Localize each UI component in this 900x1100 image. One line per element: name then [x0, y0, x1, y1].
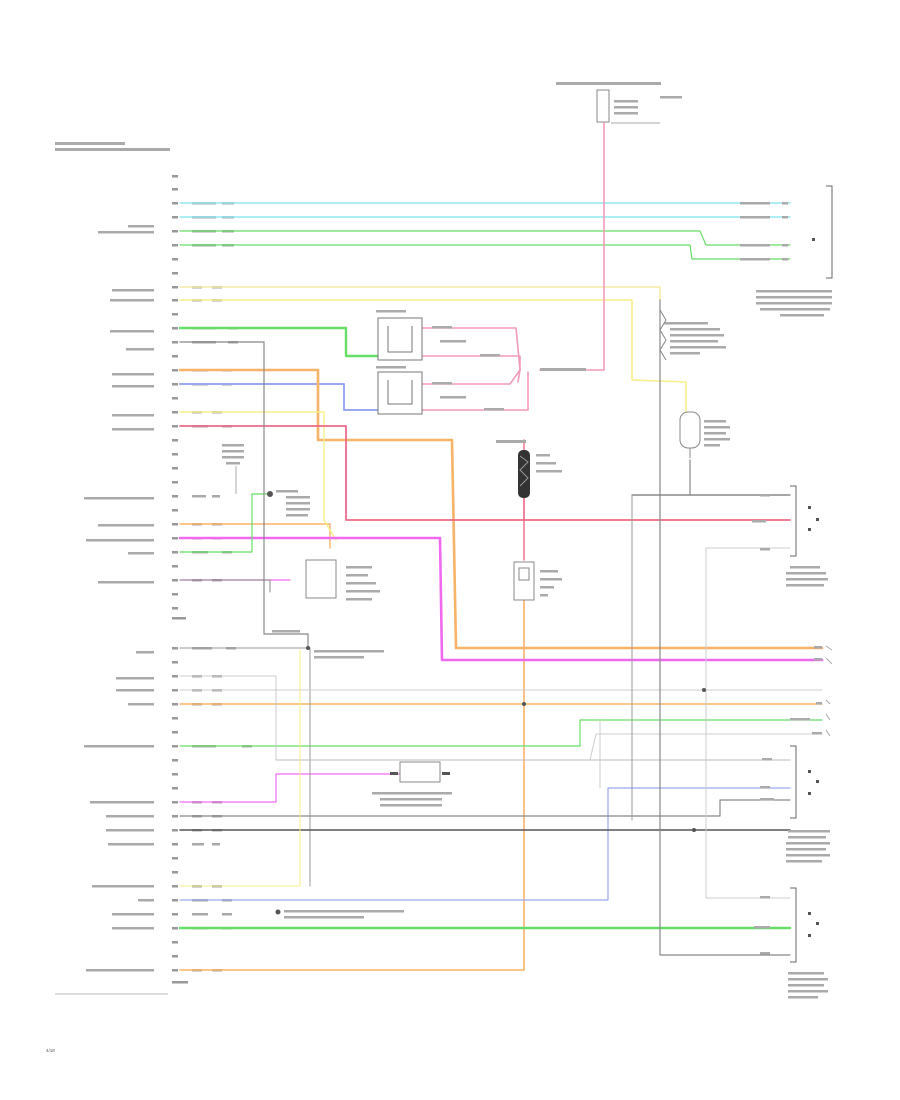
pcm-pin-column: [172, 175, 188, 984]
wire-gray-5: [179, 799, 791, 817]
wire-pink-main: [539, 122, 605, 371]
wire-pink-relay-4: [419, 371, 529, 411]
wire-redpink-1: [179, 425, 791, 521]
oxygen-sensor-labels: [659, 309, 726, 361]
wire-yellow-1: [179, 286, 661, 301]
right-arrow-terminals: [790, 645, 833, 737]
ignition-switch-box: [513, 561, 562, 601]
wire-gray-3: [179, 675, 277, 761]
relay-2: [376, 366, 504, 415]
wire-gray-right-4: [705, 547, 791, 899]
wire-orange-4: [179, 523, 331, 549]
wire-orange-1: [178, 368, 824, 650]
splice-gray-label: [272, 630, 384, 659]
splice-label: [540, 368, 586, 371]
wire-magenta-3: [179, 773, 401, 803]
sensor-capsule: [679, 411, 730, 458]
right-connector-4: [754, 887, 828, 999]
left-labels: [84, 225, 154, 972]
wire-pink-relay-3: [419, 369, 521, 385]
page-number: 4/18: [46, 1048, 55, 1053]
wire-code-labels: [192, 202, 252, 972]
wires: [178, 122, 824, 971]
wire-pink-relay-2: [419, 355, 521, 383]
right-connector-3: [760, 745, 830, 863]
switch-component: [267, 490, 310, 517]
wire-gray-right-1: [659, 299, 791, 956]
wire-green-2: [179, 244, 791, 260]
sensor-component: [222, 444, 244, 494]
right-connector-2: [752, 485, 828, 587]
solenoid-box: [305, 559, 380, 601]
wire-green-3: [179, 493, 271, 553]
wire-green-4: [179, 719, 823, 747]
wire-yellow-2: [179, 299, 687, 413]
relay-1: [376, 310, 500, 361]
wire-orange-3: [179, 599, 525, 971]
wire-gray-6: [275, 733, 823, 761]
wire-yellow-bottom: [179, 649, 301, 887]
wire-green-1: [179, 230, 791, 246]
right-top-connector: [740, 185, 833, 317]
splice-dots: [522, 688, 706, 832]
wire-gray-8: [179, 579, 271, 593]
wire-gray-1: [179, 341, 309, 649]
wire-yellow-3: [179, 411, 337, 541]
header-label-marks: [55, 142, 170, 151]
ignition-fuse: [496, 440, 562, 498]
top-connector: [556, 82, 682, 124]
wire-magenta-1: [178, 536, 824, 662]
lower-module: [372, 761, 452, 807]
wire-gray-2: [179, 647, 311, 887]
wire-pink-relay-1: [419, 327, 521, 371]
wire-blue-2: [179, 787, 791, 901]
note-marker: [275, 909, 404, 919]
